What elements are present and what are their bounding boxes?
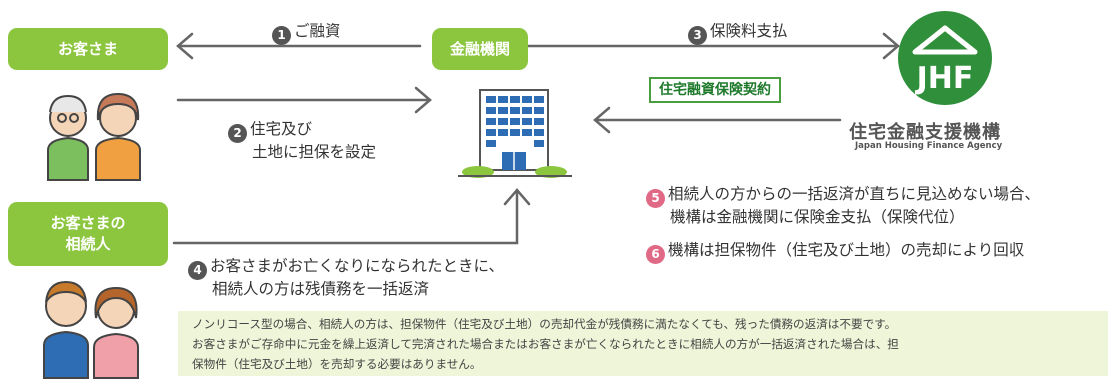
arrow-collateral	[176, 86, 432, 114]
arrow-repayment	[172, 188, 531, 245]
step-3-number: 3	[688, 25, 707, 45]
step-5-text-line1: 相続人の方からの一括返済が直ちに見込めない場合、	[668, 185, 1041, 203]
bank-label: 金融機関	[449, 39, 510, 58]
step-6-number: 6	[646, 244, 665, 264]
insurance-contract-label: 住宅融資保険契約	[649, 77, 781, 103]
jhf-name: 住宅金融支援機構	[849, 122, 1001, 143]
jhf-english-name: Japan Housing Finance Agency	[855, 141, 1003, 151]
note-line-2: お客さまがご存命中に元金を繰上返済して完済された場合またはお客さまが亡くなられた…	[192, 337, 899, 351]
customer-box: お客さま	[8, 28, 168, 70]
step-2-text-line2: 土地に担保を設定	[252, 143, 377, 161]
arrow-premium	[523, 32, 900, 60]
elderly-couple-icon	[47, 92, 141, 181]
non-recourse-note: ノンリコース型の場合、相続人の方は、担保物件（住宅及び土地）の売却代金が残債務に…	[178, 311, 1108, 376]
note-line-1: ノンリコース型の場合、相続人の方は、担保物件（住宅及び土地）の売却代金が残債務に…	[192, 317, 897, 331]
jhf-logo-icon: JHF	[898, 11, 992, 105]
step-5-number: 5	[646, 188, 665, 208]
heir-label-line1: お客さまの	[50, 214, 126, 232]
step-6-text: 機構は担保物件（住宅及び土地）の売却により回収	[668, 241, 1025, 259]
step-4-text-line1: お客さまがお亡くなりになられたときに、	[210, 257, 505, 275]
jhf-logo-text: JHF	[915, 61, 974, 96]
note-line-3: 保物件（住宅及び土地）を売却する必要はありません。	[192, 357, 482, 371]
arrow-insurance-payment	[593, 106, 842, 134]
arrow-loan	[176, 32, 422, 60]
heir-box: お客さまの 相続人	[8, 202, 168, 266]
step-4-text-line2: 相続人の方は残債務を一括返済	[212, 280, 430, 298]
heir-label-line2: 相続人	[65, 235, 111, 253]
bank-box: 金融機関	[432, 28, 528, 70]
step-4-number: 4	[188, 260, 207, 280]
step-3-text: 保険料支払	[710, 22, 788, 40]
bank-building-icon	[458, 89, 572, 178]
customer-label: お客さま	[57, 39, 118, 58]
step-2-number: 2	[228, 123, 247, 143]
heir-couple-icon	[43, 280, 139, 379]
step-1-number: 1	[272, 25, 291, 45]
step-2-text-line1: 住宅及び	[250, 120, 313, 138]
step-5-text-line2: 機構は金融機関に保険金支払（保険代位）	[670, 208, 965, 226]
step-1-text: ご融資	[294, 22, 341, 40]
